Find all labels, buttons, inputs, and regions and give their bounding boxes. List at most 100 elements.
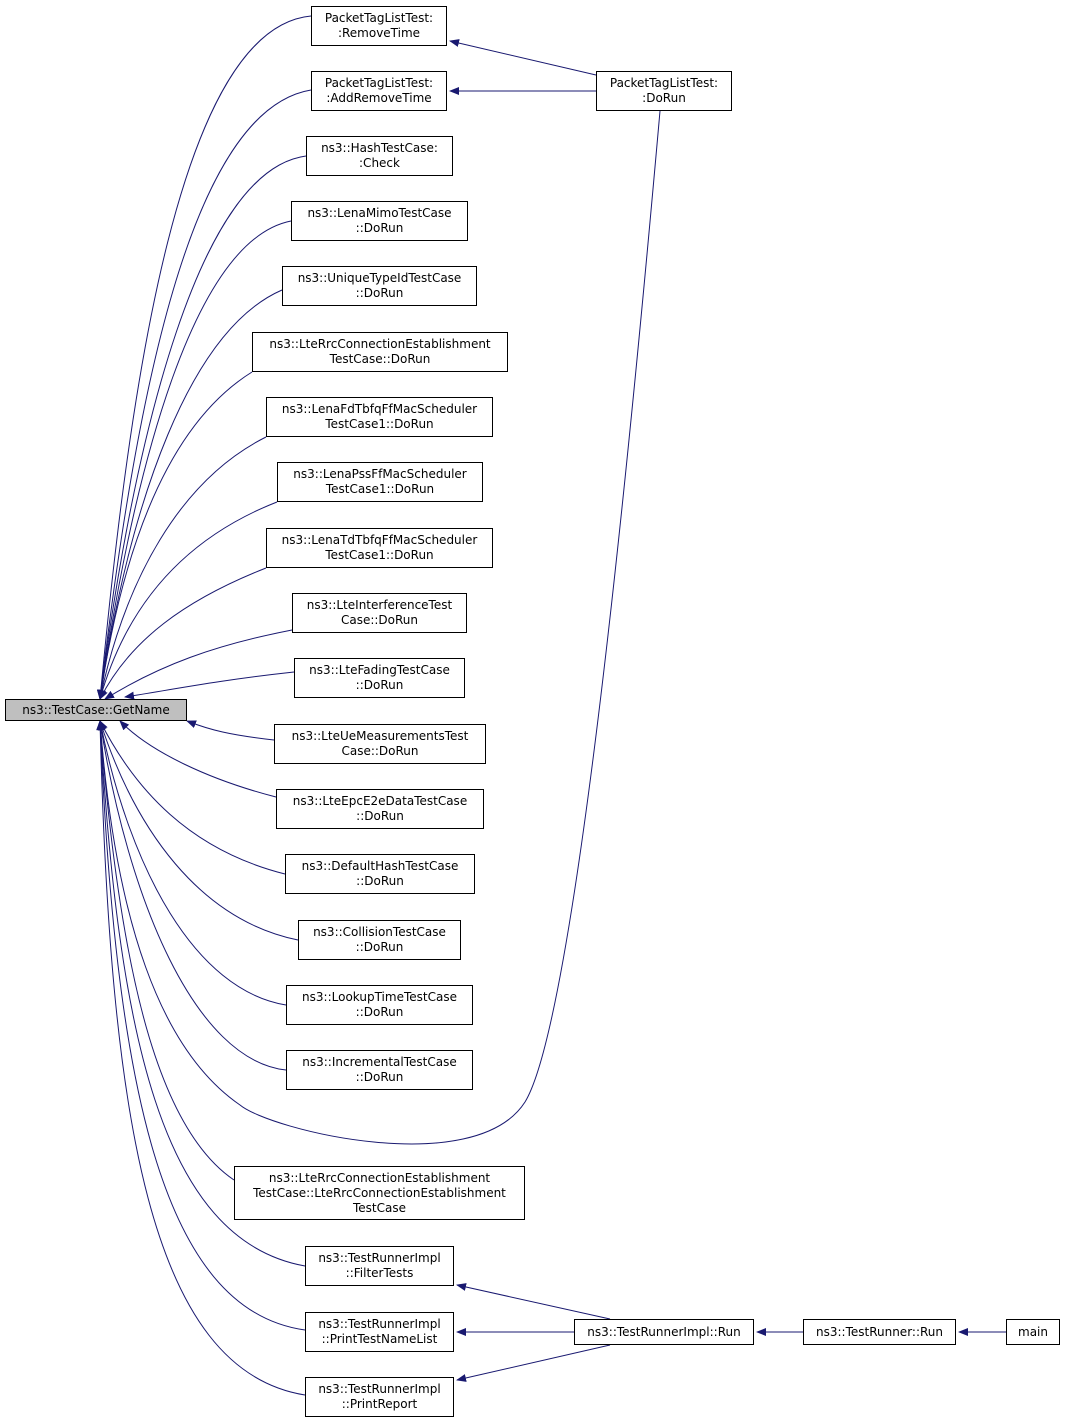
node-label-line: ::DoRun <box>355 678 404 692</box>
edge-printtestnamelist-to-getname <box>96 720 306 1331</box>
node-label-line: ::PrintTestNameList <box>321 1332 438 1346</box>
node-label-line: TestCase <box>353 1200 406 1215</box>
edge-runnerimpl-run-to-filtertests <box>456 1283 611 1320</box>
edge-hash-check-to-getname <box>97 155 307 700</box>
edge-collision-to-getname <box>98 720 299 941</box>
node-label-line: ns3::LteFadingTestCase <box>309 663 450 677</box>
node-collision[interactable]: ns3::CollisionTestCase::DoRun <box>298 920 461 960</box>
node-label-line: ns3::LteEpcE2eDataTestCase <box>292 794 468 808</box>
edge-lteue-to-getname <box>186 720 275 741</box>
edge-runnerimpl-run-to-printreport <box>456 1344 611 1382</box>
edge-lteinterference-to-getname <box>104 629 293 700</box>
node-ptl-dorun[interactable]: PacketTagListTest::DoRun <box>596 71 732 111</box>
node-label-line: :Check <box>359 156 400 170</box>
node-lteepc[interactable]: ns3::LteEpcE2eDataTestCase::DoRun <box>276 789 484 829</box>
edge-lookuptime-to-getname <box>97 720 287 1006</box>
edge-lenatd-to-getname <box>99 567 267 700</box>
node-lenamimo[interactable]: ns3::LenaMimoTestCase::DoRun <box>291 201 468 241</box>
node-runnerimpl-run[interactable]: ns3::TestRunnerImpl::Run <box>574 1319 754 1345</box>
node-label-line: ::DoRun <box>355 1005 404 1019</box>
node-label-line: ns3::TestRunner::Run <box>815 1324 944 1339</box>
edge-printreport-to-getname <box>96 720 306 1396</box>
node-label-line: ns3::LteInterferenceTest <box>306 598 453 612</box>
node-label-line: ::PrintReport <box>341 1397 418 1411</box>
node-label-line: ns3::DefaultHashTestCase <box>301 859 459 873</box>
node-defaulthash[interactable]: ns3::DefaultHashTestCase::DoRun <box>285 854 475 894</box>
node-ptl-addremovetime[interactable]: PacketTagListTest::AddRemoveTime <box>311 71 447 111</box>
node-label-line: ns3::TestCase::GetName <box>22 702 170 717</box>
node-filtertests[interactable]: ns3::TestRunnerImpl::FilterTests <box>305 1246 454 1286</box>
node-label-line: ns3::LenaMimoTestCase <box>307 206 452 220</box>
node-hash-check[interactable]: ns3::HashTestCase::Check <box>306 136 453 176</box>
edge-lterrc-ctor-to-getname <box>96 720 235 1181</box>
node-label-line: TestCase::LteRrcConnectionEstablishment <box>253 1185 506 1200</box>
node-runner-run[interactable]: ns3::TestRunner::Run <box>803 1319 956 1345</box>
node-label-line: TestCase1::DoRun <box>325 482 435 496</box>
node-incremental[interactable]: ns3::IncrementalTestCase::DoRun <box>286 1050 473 1090</box>
node-label-line: ::DoRun <box>355 221 404 235</box>
node-label-line: ::DoRun <box>355 1070 404 1084</box>
node-printreport[interactable]: ns3::TestRunnerImpl::PrintReport <box>305 1377 454 1417</box>
node-label-line: ::DoRun <box>355 940 404 954</box>
edge-ltefading-to-getname <box>124 671 295 700</box>
node-label-line: Case::DoRun <box>341 744 419 758</box>
edge-ptl-addremovetime-to-getname <box>97 89 312 700</box>
node-ltefading[interactable]: ns3::LteFadingTestCase::DoRun <box>294 658 465 698</box>
node-label-line: TestCase1::DoRun <box>325 417 434 431</box>
edge-filtertests-to-getname <box>96 720 306 1267</box>
edge-incremental-to-getname <box>97 720 287 1071</box>
node-label-line: PacketTagListTest: <box>324 76 434 90</box>
node-label-line: TestCase::DoRun <box>329 352 431 366</box>
node-label-line: ::FilterTests <box>345 1266 414 1280</box>
node-label-line: Case::DoRun <box>340 613 419 627</box>
node-label-line: :AddRemoveTime <box>326 91 432 105</box>
node-ptl-removetime[interactable]: PacketTagListTest::RemoveTime <box>311 6 447 46</box>
node-lookuptime[interactable]: ns3::LookupTimeTestCase::DoRun <box>286 985 473 1025</box>
node-label-line: main <box>1018 1324 1048 1339</box>
node-main[interactable]: main <box>1006 1319 1060 1345</box>
node-label-line: ns3::IncrementalTestCase <box>302 1055 457 1069</box>
node-label-line: TestCase1::DoRun <box>325 548 434 562</box>
edge-lenafd-to-getname <box>97 436 267 700</box>
node-label-line: ::DoRun <box>355 286 404 300</box>
edge-lteepc-to-getname <box>119 720 277 798</box>
node-label-line: ns3::LookupTimeTestCase <box>302 990 457 1004</box>
node-label-line: PacketTagListTest: <box>324 11 434 25</box>
node-label-line: ns3::LteRrcConnectionEstablishment <box>269 337 491 351</box>
node-label-line: ns3::TestRunnerImpl <box>318 1382 441 1396</box>
edge-ptl-dorun-to-ptl-removetime <box>449 39 597 76</box>
node-label-line: ns3::TestRunnerImpl <box>318 1251 441 1265</box>
node-label-line: ns3::HashTestCase: <box>321 141 438 155</box>
node-label-line: ns3::LenaFdTbfqFfMacScheduler <box>281 402 478 416</box>
edge-lenapss-to-getname <box>98 501 278 700</box>
edge-ptl-removetime-to-getname <box>96 15 312 700</box>
node-printtestnamelist[interactable]: ns3::TestRunnerImpl::PrintTestNameList <box>305 1312 454 1352</box>
edge-defaulthash-to-getname <box>99 720 286 875</box>
node-label-line: ns3::LenaTdTbfqFfMacScheduler <box>281 533 478 547</box>
node-label-line: ns3::TestRunnerImpl <box>318 1317 441 1331</box>
node-label-line: ns3::TestRunnerImpl::Run <box>587 1324 741 1339</box>
edge-uniquetypeid-to-getname <box>97 289 283 700</box>
node-label-line: ns3::LteUeMeasurementsTest <box>291 729 469 743</box>
node-label-line: :DoRun <box>642 91 686 105</box>
edge-lenamimo-to-getname <box>97 220 292 700</box>
node-label-line: :RemoveTime <box>337 26 421 40</box>
node-uniquetypeid[interactable]: ns3::UniqueTypeIdTestCase::DoRun <box>282 266 477 306</box>
edge-ptl-dorun-to-getname <box>96 110 661 1145</box>
edge-lterrc-dorun-to-getname <box>97 371 253 700</box>
node-label-line: PacketTagListTest: <box>609 76 719 90</box>
node-label-line: ns3::CollisionTestCase <box>313 925 446 939</box>
node-getname: ns3::TestCase::GetName <box>5 699 187 721</box>
node-label-line: ::DoRun <box>356 809 404 823</box>
node-label-line: ns3::UniqueTypeIdTestCase <box>297 271 462 285</box>
node-label-line: ::DoRun <box>356 874 404 888</box>
node-label-line: ns3::LteRrcConnectionEstablishment <box>268 1170 491 1185</box>
